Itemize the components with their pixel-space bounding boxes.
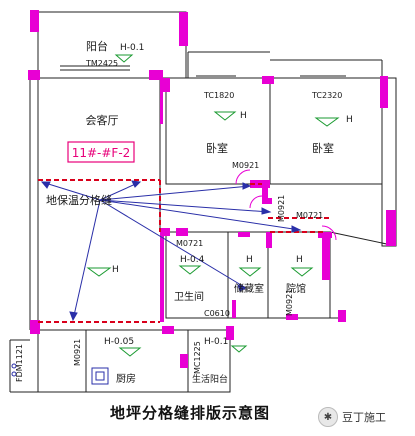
structural-walls [28, 10, 396, 368]
door-swings [235, 169, 337, 241]
code-m0921-right: M0921 [277, 195, 286, 222]
code-tm2425: TM2425 [85, 59, 118, 68]
code-m0921-store: M0921 [285, 289, 294, 316]
room-storage: 储藏室 [234, 282, 264, 295]
code-tc2320: TC2320 [311, 91, 342, 100]
room-balcony: 阳台 [86, 39, 108, 53]
grid-label-box [67, 141, 135, 163]
room-labels: 阳台 会客厅 卧室 卧室 卫生间 储藏室 院馆 厨房 生活阳台 [86, 39, 335, 385]
room-living: 会客厅 [86, 113, 119, 127]
opening-labels: TM2425 TC1820 TC2320 M0921 M0921 M0721 M… [15, 59, 342, 382]
elev-storage: H [246, 255, 253, 265]
elev-service-balcony: H-0.1 [204, 337, 228, 347]
code-m0921-top: M0921 [232, 161, 259, 170]
elev-garden: H [296, 255, 303, 265]
room-bedroom-2: 卧室 [312, 141, 334, 155]
code-fdm1121: FDM1121 [15, 344, 24, 382]
room-kitchen: 厨房 [116, 372, 136, 385]
code-m0721-mid: M0721 [176, 239, 203, 248]
source-badge: ✱ 豆丁施工 [318, 406, 413, 428]
elevation-markers [86, 54, 340, 357]
room-bedroom-1: 卧室 [206, 141, 228, 155]
elev-kitchen: H-0.05 [104, 337, 134, 347]
code-m0921-kitchen: M0921 [73, 339, 82, 366]
wechat-icon: ✱ [318, 407, 338, 427]
diagram-caption: 地坪分格缝排版示意图 [109, 404, 270, 422]
code-mc1225: MC1225 [193, 341, 202, 374]
grid-label: 11#-#F-2 [72, 146, 131, 160]
code-tc1820: TC1820 [203, 91, 234, 100]
elev-bedroom-2: H [346, 115, 353, 125]
room-bathroom: 卫生间 [174, 290, 204, 303]
room-service-balcony: 生活阳台 [192, 373, 228, 385]
elev-bedroom-1: H [240, 111, 247, 121]
code-m0721-right: M0721 [296, 211, 323, 220]
elev-bathroom: H-0.4 [180, 255, 205, 265]
joint-callout: 地保温分格缝 [46, 193, 112, 207]
code-c0610: C0610 [204, 309, 230, 318]
badge-label: 豆丁施工 [342, 411, 386, 424]
floor-joints [38, 179, 330, 323]
room-garden: 院馆 [286, 282, 306, 295]
elev-living: H [112, 265, 119, 275]
callout-leaders [40, 180, 302, 322]
elevation-labels: H-0.1 H H H H-0.4 H H H-0.05 H-0.1 [104, 43, 353, 347]
elev-balcony: H-0.1 [120, 43, 144, 53]
fixtures [11, 363, 109, 385]
